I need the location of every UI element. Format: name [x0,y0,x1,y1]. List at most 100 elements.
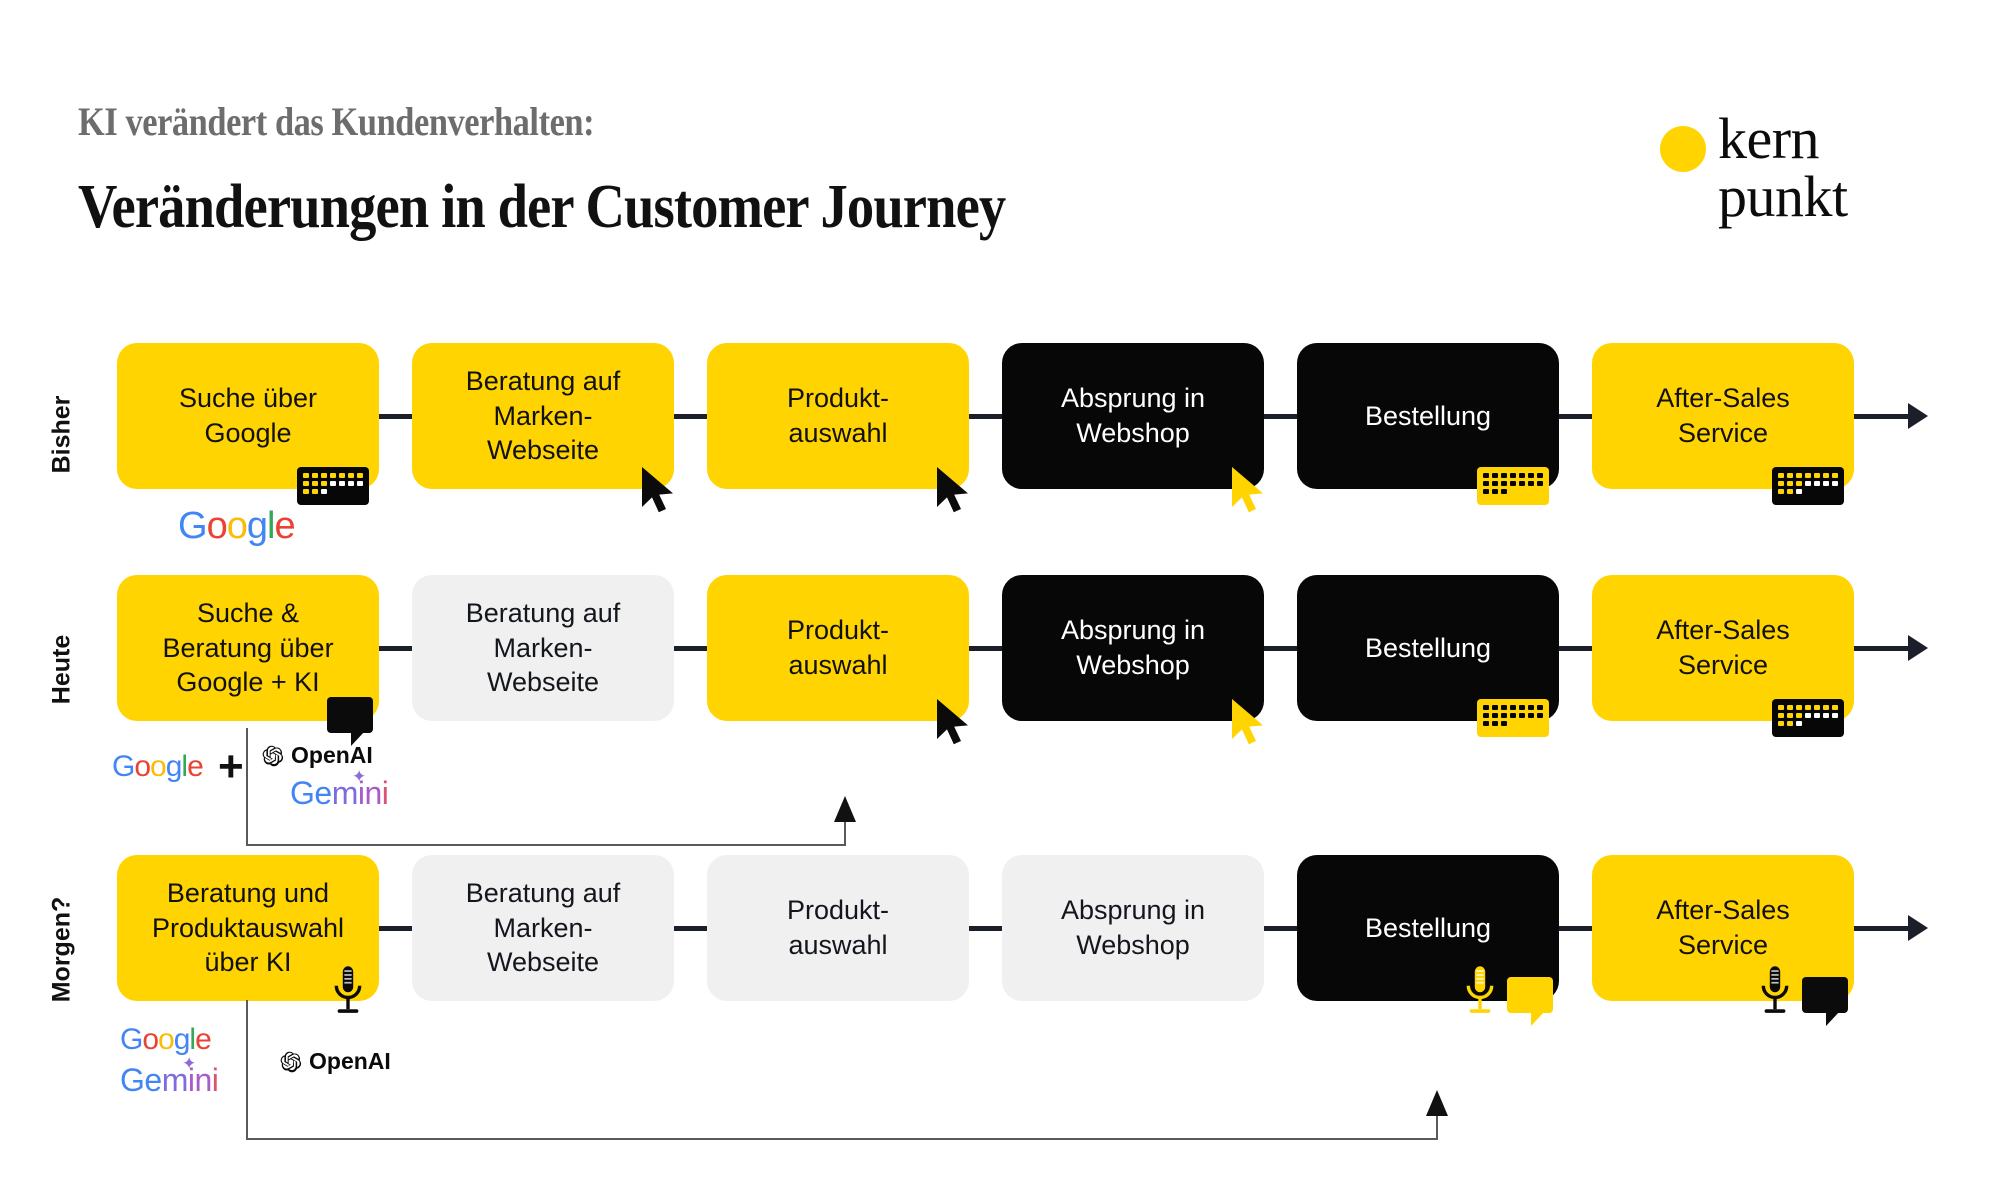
keyboard-key [1536,473,1543,479]
keyboard-key [1786,473,1794,479]
journey-step-label: After-Sales Service [1656,383,1790,448]
cursor-black-icon [640,467,680,513]
journey-step-box[interactable]: Suche & Beratung über Google + KI [117,575,379,721]
keyboard-key [1527,473,1535,479]
kernpunkt-logo: kern punkt [1660,108,1910,238]
journey-step-label: Bestellung [1364,400,1492,431]
keyboard-key [1518,712,1526,719]
keyboard-key [329,480,337,487]
logo-line-2: punkt [1718,164,1848,229]
keyboard-key [1509,480,1517,487]
keyboard-key [1795,488,1803,494]
journey-step-label: Absprung in Webshop [1060,615,1206,680]
journey-step-box[interactable]: Bestellung [1297,575,1559,721]
google-logo-row3: Google [120,1023,212,1056]
connector-line [969,414,1002,419]
keyboard-key [1483,473,1490,479]
keyboard-black-icon [1772,467,1844,505]
keyboard-key [1491,720,1499,726]
journey-step-box[interactable]: Produkt- auswahl [707,343,969,489]
connector-line [1264,414,1297,419]
journey-step-box[interactable]: After-Sales Service [1592,575,1854,721]
connector-line [1559,646,1592,651]
keyboard-key [1483,720,1490,726]
gemini-spark-icon: ✦ [182,1054,196,1073]
journey-step-box[interactable]: Beratung und Produktauswahl über KI [117,855,379,1001]
keyboard-key [1527,480,1535,487]
microphone-black-icon [331,965,365,1022]
keyboard-key [1491,473,1499,479]
google-logo-row1: Google [178,505,296,547]
keyboard-key [1795,705,1803,711]
connector-line [674,646,707,651]
keyboard-key [1786,480,1794,487]
connector-line-end [1854,414,1910,419]
keyboard-key [1822,480,1830,487]
keyboard-key [1500,480,1508,487]
keyboard-key [1778,473,1785,479]
journey-step-box[interactable]: Beratung auf Marken- Webseite [412,575,674,721]
journey-step-box[interactable]: Suche über Google [117,343,379,489]
connector-line [969,926,1002,931]
journey-step-label: Produkt- auswahl [786,615,890,680]
openai-logo-row3: OpenAI [280,1048,391,1075]
keyboard-key [320,480,328,487]
journey-step-box[interactable]: Absprung in Webshop [1002,575,1264,721]
keyboard-key [1786,488,1794,494]
keyboard-key [1483,705,1490,711]
arrowhead-icon [1908,403,1928,429]
arrowhead-icon [1908,915,1928,941]
connector-line [674,414,707,419]
gemini-logo-row2: ✦ Gemini [290,767,389,811]
speech-bubble-black-icon [1802,977,1848,1026]
cursor-yellow-icon [1230,699,1270,745]
journey-step-box[interactable]: Produkt- auswahl [707,575,969,721]
keyboard-key [1518,473,1526,479]
keyboard-key [311,488,319,494]
journey-step-box[interactable]: Absprung in Webshop [1002,855,1264,1001]
keyboard-key [1786,712,1794,719]
keyboard-key [1795,473,1803,479]
connector-line [1559,414,1592,419]
kicker-text: KI verändert das Kundenverhalten: [78,99,595,144]
keyboard-key [1786,720,1794,726]
keyboard-key [1804,705,1812,711]
keyboard-key [1795,480,1803,487]
journey-step-box[interactable]: Beratung auf Marken- Webseite [412,343,674,489]
journey-step-box[interactable]: Beratung auf Marken- Webseite [412,855,674,1001]
keyboard-key [311,480,319,487]
connector-line [379,414,412,419]
journey-step-box[interactable]: Absprung in Webshop [1002,343,1264,489]
keyboard-key [1822,705,1830,711]
connector-line [379,926,412,931]
connector-line-end [1854,926,1910,931]
speech-bubble-yellow-icon [1507,977,1553,1026]
journey-step-box[interactable]: Produkt- auswahl [707,855,969,1001]
journey-step-box[interactable]: Bestellung [1297,855,1559,1001]
connector-line [674,926,707,931]
row-label-heute: Heute [47,634,76,705]
keyboard-key [1813,712,1821,719]
keyboard-key [1804,712,1812,719]
journey-step-label: Produkt- auswahl [786,383,890,448]
keyboard-key [1831,473,1838,479]
keyboard-black-icon [297,467,369,505]
journey-step-box[interactable]: After-Sales Service [1592,343,1854,489]
keyboard-key [338,473,346,479]
row-label-morgen: Morgen? [47,896,76,1003]
connector-line [1559,926,1592,931]
journey-step-label: After-Sales Service [1656,615,1790,680]
keyboard-key [1483,480,1490,487]
journey-step-box[interactable]: After-Sales Service [1592,855,1854,1001]
openai-label-row2: OpenAI [291,742,373,768]
journey-step-box[interactable]: Bestellung [1297,343,1559,489]
plus-sign-row2: + [218,742,244,791]
speech-bubble-yellow-icon [1507,977,1553,1026]
keyboard-key [1813,473,1821,479]
microphone-yellow-icon [1463,965,1497,1022]
keyboard-key [311,473,319,479]
journey-step-label: Bestellung [1364,632,1492,663]
journey-step-label: Suche & Beratung über Google + KI [162,598,334,698]
keyboard-key [303,473,310,479]
keyboard-key [356,473,363,479]
